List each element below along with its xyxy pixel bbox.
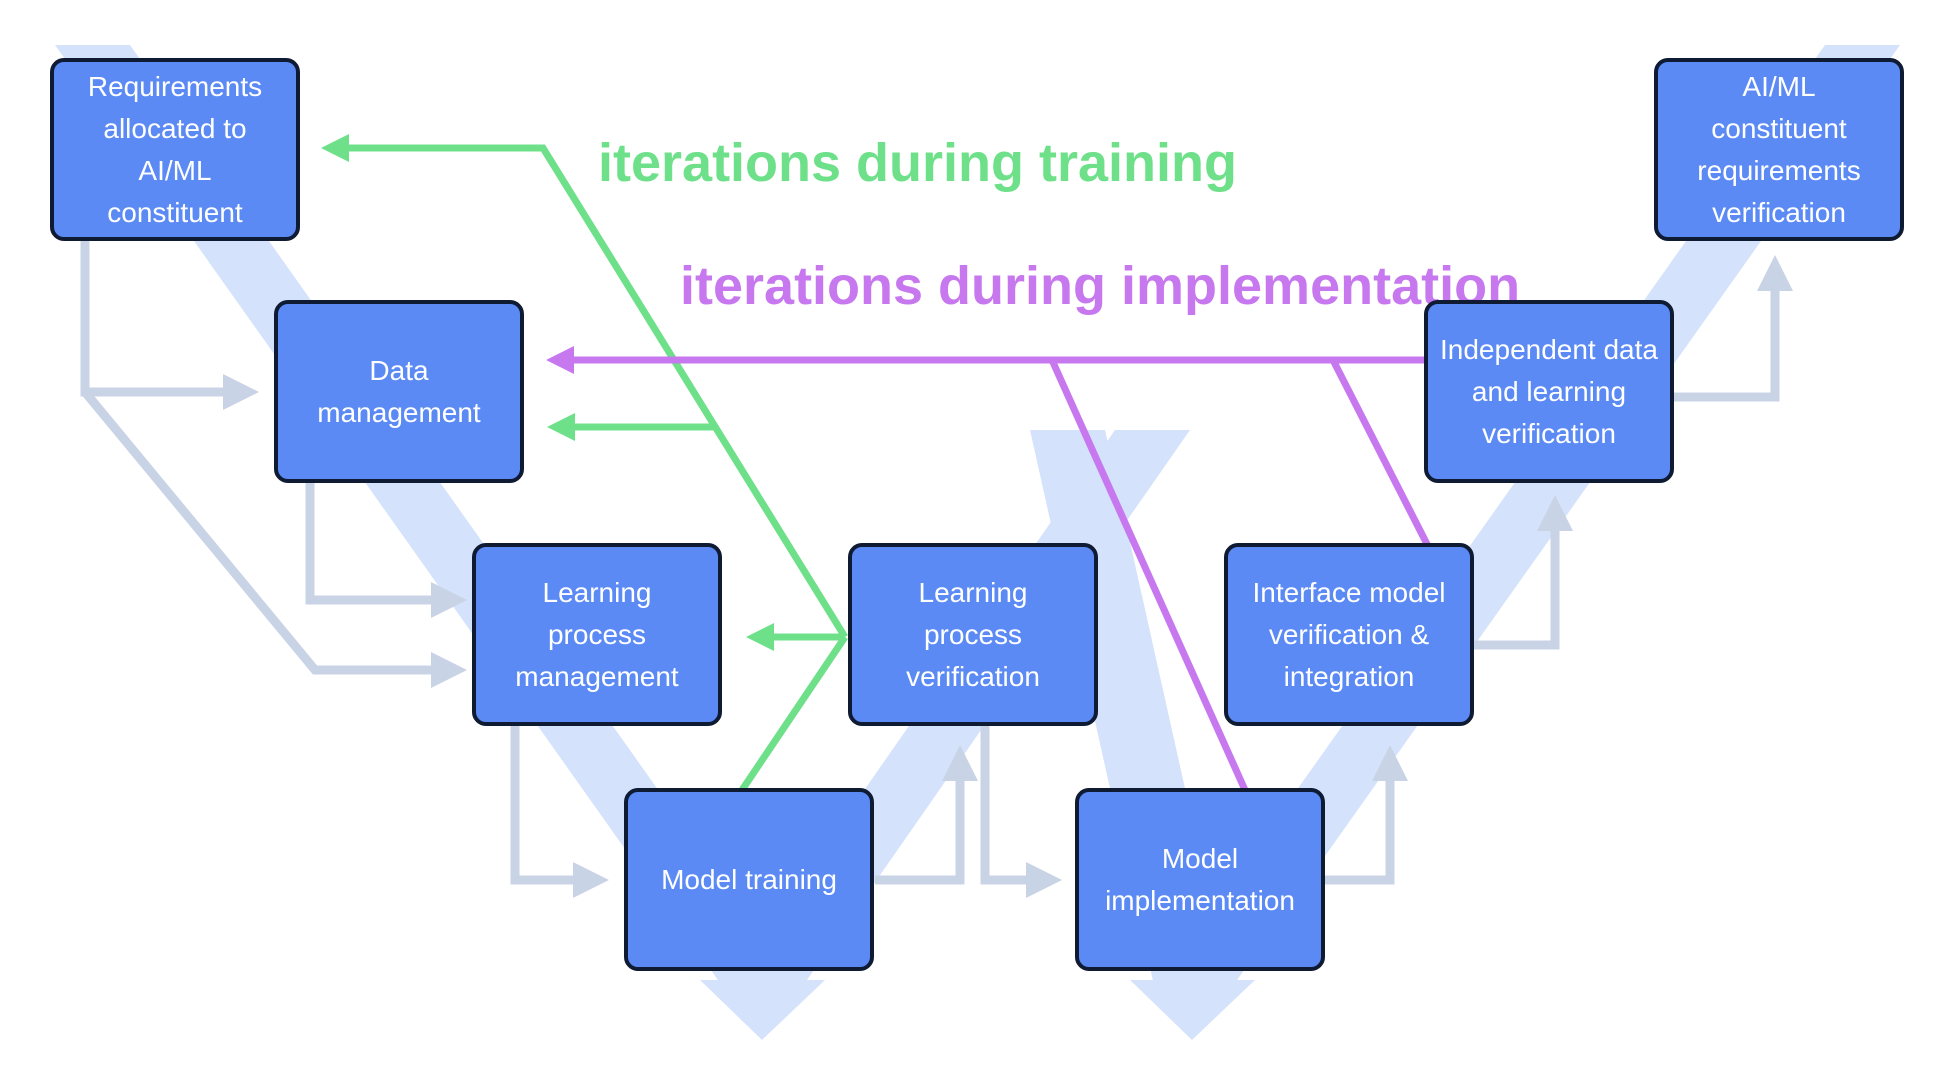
model-training-label: Model training	[661, 863, 837, 895]
impl-line-from-imv	[1329, 358, 1434, 552]
connector-lpv-to-implementation	[980, 725, 1062, 898]
training-arrow-to-requirements	[321, 134, 848, 639]
interface-model-verification-label: Interface model verification & integrati…	[1252, 576, 1446, 692]
process-connectors	[80, 240, 1793, 898]
requirements-verification-box: AI/ML constituent requirements verificat…	[1654, 58, 1904, 241]
connector-imv-to-idv	[1472, 495, 1573, 650]
data-management-label: Data management	[317, 354, 481, 428]
connector-idv-to-reqver	[1672, 255, 1793, 402]
implementation-iterations-label: iterations during implementation	[680, 256, 1521, 316]
learning-process-verification-label: Learning process verification	[906, 576, 1040, 692]
learning-process-management-label: Learning process management	[515, 576, 679, 692]
independent-verification-box: Independent data and learning verificati…	[1424, 300, 1674, 483]
v-band-left-outer	[55, 45, 800, 990]
training-iteration-arrows	[321, 134, 848, 792]
v-band-right-outer	[1155, 45, 1900, 990]
connector-req-to-lpm	[81, 389, 467, 688]
v-tip-left	[700, 980, 825, 1040]
learning-process-verification-box: Learning process verification	[848, 543, 1098, 726]
requirements-label: Requirements allocated to AI/ML constitu…	[87, 70, 263, 228]
training-line-from-training	[739, 635, 848, 792]
interface-model-verification-box: Interface model verification & integrati…	[1224, 543, 1474, 726]
requirements-box: Requirements allocated to AI/ML constitu…	[50, 58, 300, 241]
connector-lpm-to-training	[510, 725, 609, 898]
requirements-verification-label: AI/ML constituent requirements verificat…	[1697, 70, 1861, 228]
model-implementation-label: Model implementation	[1105, 842, 1295, 916]
v-tip-right	[1130, 980, 1255, 1040]
connector-implementation-to-imv	[1322, 745, 1408, 885]
independent-verification-label: Independent data and learning verificati…	[1440, 333, 1658, 449]
learning-process-management-box: Learning process management	[472, 543, 722, 726]
training-iterations-label: iterations during training	[598, 133, 1238, 193]
implementation-iteration-arrows	[546, 346, 1434, 792]
impl-line-from-implementation	[1048, 358, 1249, 792]
model-implementation-box: Model implementation	[1075, 788, 1325, 971]
model-training-box: Model training	[624, 788, 874, 971]
connector-data-to-lpm	[305, 482, 467, 618]
connector-training-to-lpv	[875, 745, 978, 885]
data-management-box: Data management	[274, 300, 524, 483]
